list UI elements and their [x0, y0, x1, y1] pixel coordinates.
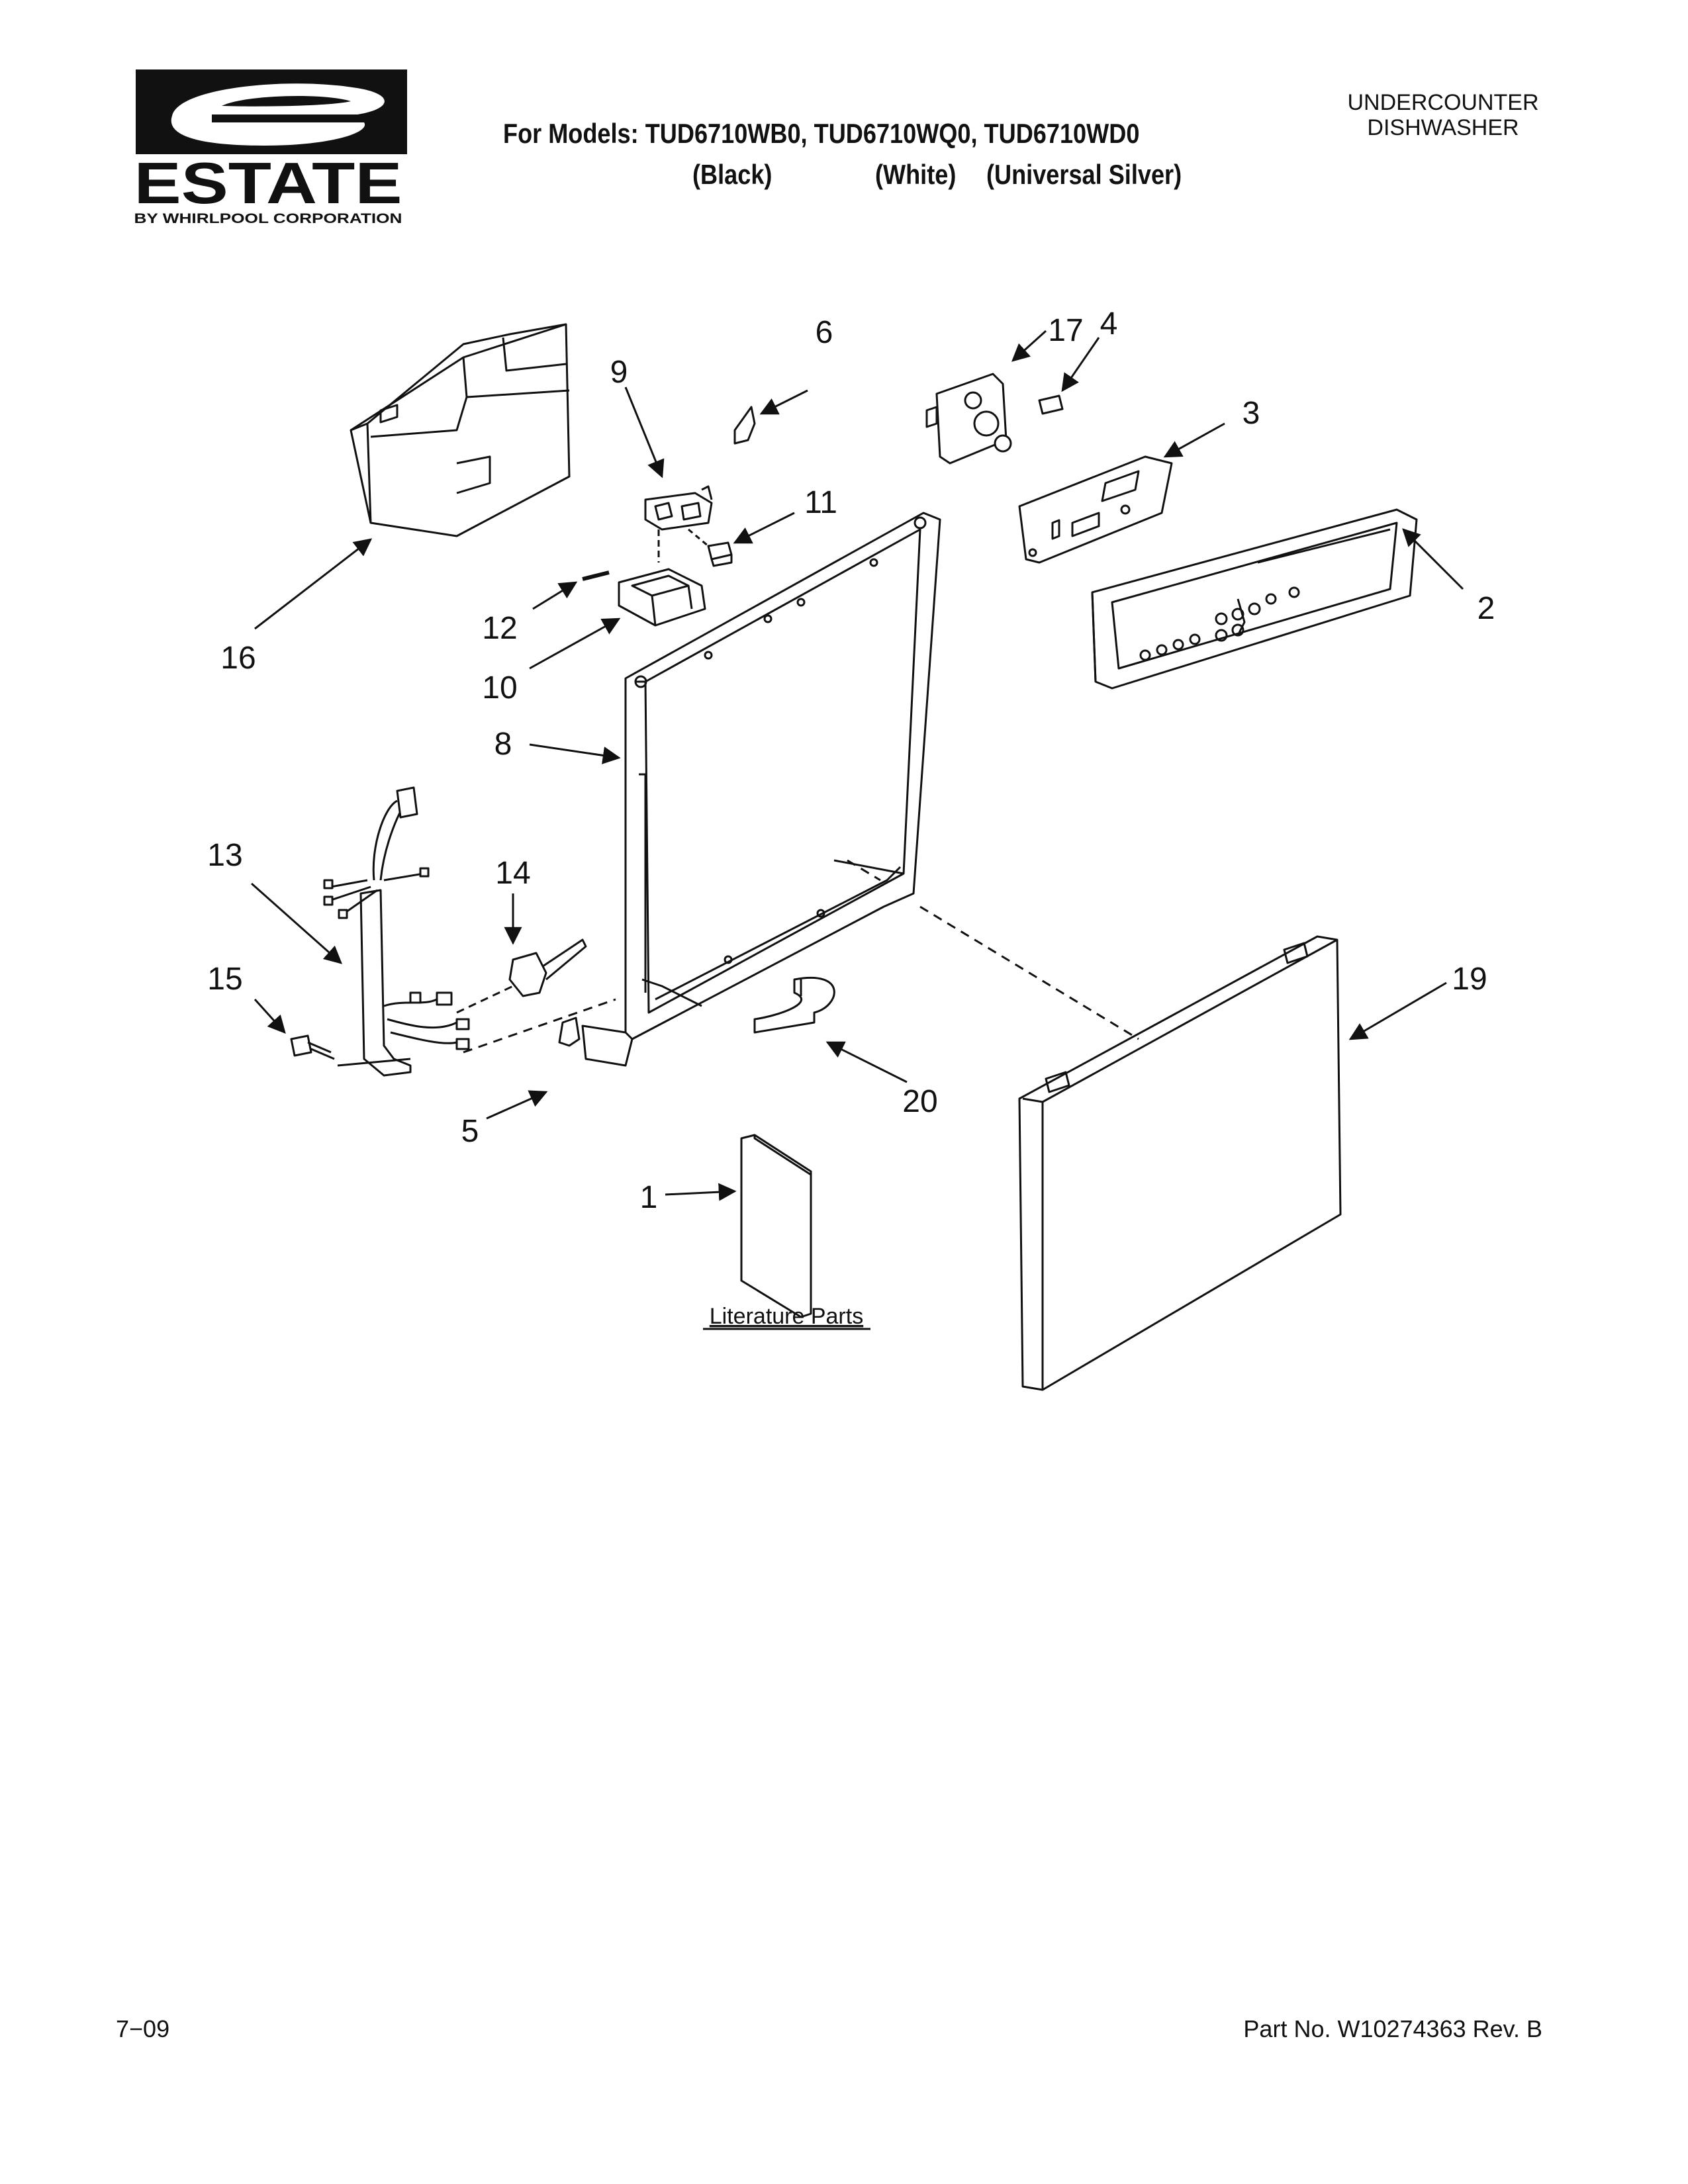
color-white: (White) — [875, 159, 957, 190]
callout-5: 5 — [461, 1114, 479, 1149]
part-2-console — [1091, 508, 1418, 690]
callout-17: 17 — [1048, 313, 1083, 348]
part-11-clip — [707, 541, 733, 567]
callout-20: 20 — [902, 1084, 937, 1119]
part-12-pin — [582, 570, 610, 581]
callout-12: 12 — [482, 611, 517, 646]
callout-10: 10 — [482, 670, 517, 705]
product-type: UNDERCOUNTER DISHWASHER — [1317, 90, 1569, 140]
part-13-wire-harness — [323, 786, 470, 1077]
product-line-1: UNDERCOUNTER — [1347, 90, 1539, 115]
part-20-hose-clip — [753, 977, 835, 1034]
brand-subtitle: BY WHIRLPOOL CORPORATION — [134, 211, 402, 226]
callout-6: 6 — [816, 315, 833, 350]
part-16-cover — [350, 323, 571, 537]
part-17-switch — [925, 373, 1012, 465]
part-6-bracket — [733, 406, 756, 445]
callout-14: 14 — [495, 856, 530, 891]
literature-parts-label: Literature Parts — [710, 1304, 863, 1329]
part-14-sensor — [508, 938, 587, 997]
part-4-switch — [1038, 394, 1064, 415]
product-line-2: DISHWASHER — [1367, 115, 1519, 140]
callout-4: 4 — [1100, 306, 1118, 341]
callout-16: 16 — [220, 641, 256, 676]
footer-date: 7−09 — [116, 2015, 170, 2042]
part-10-housing — [618, 568, 706, 627]
callout-9: 9 — [610, 355, 628, 390]
footer-part-number: Part No. W10274363 Rev. B — [1243, 2015, 1542, 2042]
callout-2: 2 — [1477, 591, 1495, 626]
callout-8: 8 — [494, 727, 512, 762]
callout-1: 1 — [640, 1180, 658, 1215]
part-9-latch — [644, 485, 713, 531]
part-5-clip — [558, 1017, 581, 1047]
part-1-literature — [740, 1134, 812, 1318]
part-8-door-frame — [581, 512, 941, 1067]
callout-15: 15 — [207, 962, 242, 997]
callout-3: 3 — [1243, 396, 1260, 431]
color-black: (Black) — [692, 159, 773, 190]
color-universal-silver: (Universal Silver) — [986, 159, 1182, 190]
part-3-control-board — [1018, 455, 1173, 564]
callout-19: 19 — [1452, 962, 1487, 997]
callout-11: 11 — [804, 485, 837, 520]
part-19-door-panel — [1018, 935, 1342, 1391]
callout-13: 13 — [207, 838, 242, 873]
models-heading: For Models: TUD6710WB0, TUD6710WQ0, TUD6… — [503, 118, 1140, 149]
part-15-screw — [290, 1034, 335, 1060]
estate-logo: ESTATE BY WHIRLPOOL CORPORATION — [134, 69, 407, 226]
brand-name: ESTATE — [134, 150, 402, 216]
